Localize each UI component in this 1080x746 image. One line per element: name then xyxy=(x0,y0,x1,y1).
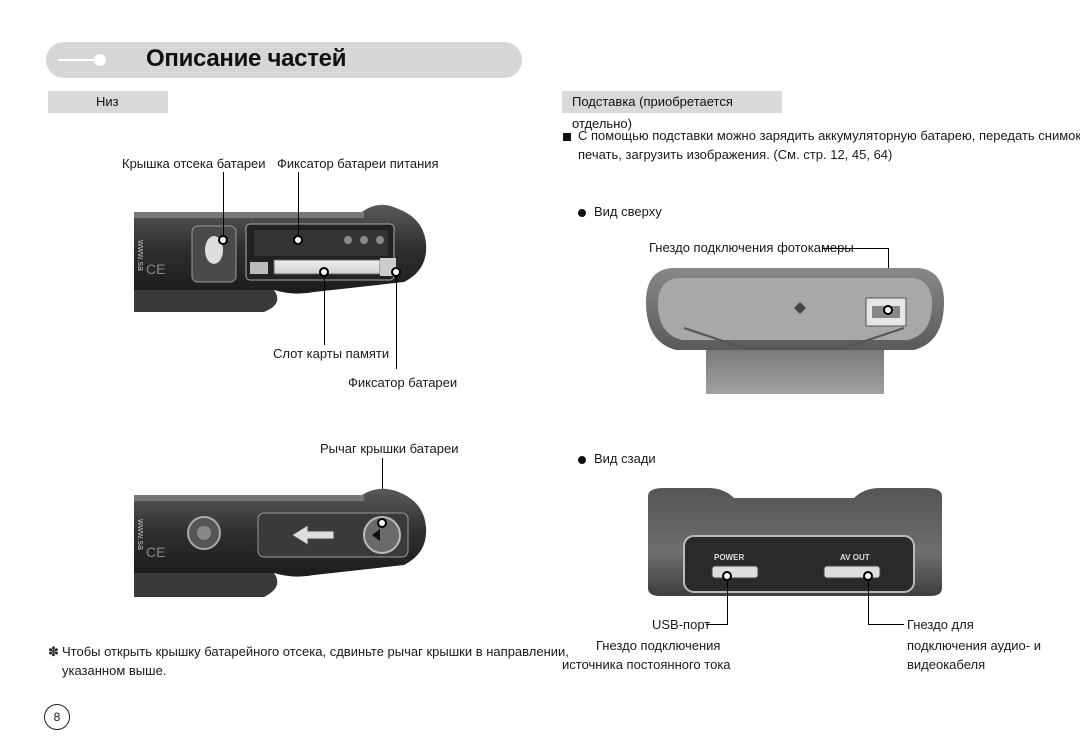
callout-camera-socket xyxy=(883,305,893,315)
callout-cover-lever xyxy=(377,518,387,528)
label-memory-slot: Слот карты памяти xyxy=(273,346,390,361)
ce-mark-2: CE xyxy=(146,544,165,560)
bullet-square xyxy=(563,133,571,141)
camera-bottom-open-photo: www.sa CE xyxy=(134,204,427,312)
leader-camera-socket-h xyxy=(822,248,888,249)
leader-av-h xyxy=(868,624,904,625)
intro-line-2: печать, загрузить изображения. (См. стр.… xyxy=(578,147,893,162)
label-av-line-2: подключения аудио- и xyxy=(907,638,1041,653)
ce-mark: CE xyxy=(146,261,165,277)
cradle-back-view-photo: POWER AV OUT xyxy=(648,488,942,596)
callout-av-socket xyxy=(863,571,873,581)
label-dc-line-1: Гнездо подключения xyxy=(596,638,721,653)
label-av-line-1: Гнездо для xyxy=(907,617,974,632)
label-dc-line-2: источника постоянного тока xyxy=(562,657,731,672)
section-label-cradle: Подставка (приобретается отдельно) xyxy=(562,91,782,131)
label-av-line-3: видеокабеля xyxy=(907,657,986,672)
note-symbol: ✽ xyxy=(48,644,59,659)
note-line-2: указанном выше. xyxy=(62,663,167,678)
label-top-view: Вид сверху xyxy=(594,204,662,219)
leader-battery-cover xyxy=(223,172,224,237)
label-usb-port: USB-порт xyxy=(652,617,711,632)
label-battery-cover: Крышка отсека батареи xyxy=(122,156,266,171)
av-out-port-label: AV OUT xyxy=(840,553,870,562)
label-cover-lever: Рычаг крышки батареи xyxy=(320,441,459,456)
page-number: 8 xyxy=(44,704,70,730)
bullet-back-view xyxy=(578,456,586,464)
label-power-battery-lock: Фиксатор батареи питания xyxy=(277,156,439,171)
leader-power-lock xyxy=(298,172,299,237)
leader-av-socket xyxy=(868,581,869,625)
label-back-view: Вид сзади xyxy=(594,451,656,466)
callout-memory-slot xyxy=(319,267,329,277)
callout-dc-socket xyxy=(722,571,732,581)
camera-bottom-closed-photo: www.sa CE xyxy=(134,488,427,597)
bullet-top-view xyxy=(578,209,586,217)
label-camera-socket: Гнездо подключения фотокамеры xyxy=(649,240,854,255)
callout-battery-lock xyxy=(391,267,401,277)
callout-battery-cover xyxy=(218,235,228,245)
title-decoration-dot xyxy=(94,54,106,66)
note-line-1: Чтобы открыть крышку батарейного отсека,… xyxy=(62,644,569,659)
callout-power-lock xyxy=(293,235,303,245)
cradle-top-view-photo xyxy=(646,268,944,394)
title-decoration-line xyxy=(58,59,98,61)
leader-battery-lock xyxy=(396,277,397,369)
leader-usb-h xyxy=(706,624,727,625)
title-bar: Описание частей xyxy=(46,42,522,78)
label-battery-lock: Фиксатор батареи xyxy=(348,375,458,390)
leader-dc-socket xyxy=(727,581,728,625)
power-port-label: POWER xyxy=(714,553,744,562)
camera-website-print-2: www.sa xyxy=(136,518,146,550)
page-title: Описание частей xyxy=(146,45,347,72)
section-label-bottom: Низ xyxy=(48,91,168,113)
intro-line-1: С помощью подставки можно зарядить аккум… xyxy=(578,128,1080,143)
camera-website-print: www.sa xyxy=(136,239,146,271)
leader-memory-slot xyxy=(324,277,325,345)
